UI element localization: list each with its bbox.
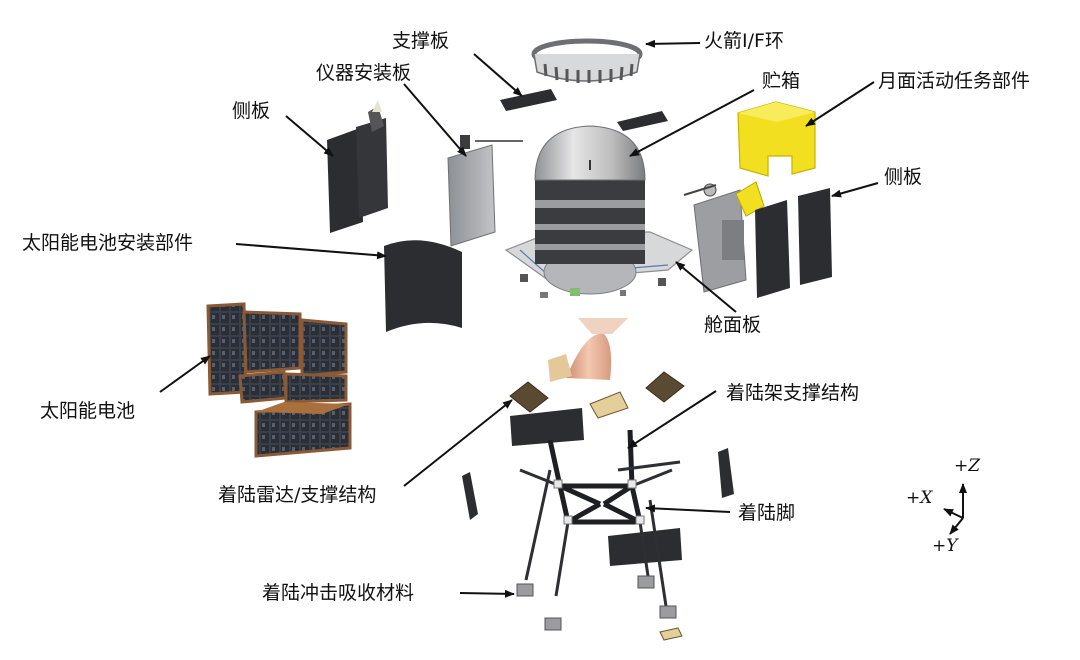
axis-label-z: +Z [954,456,981,476]
label-support-plate: 支撑板 [392,30,450,52]
impact-pads [516,575,683,641]
solar-cells [206,302,352,458]
label-impact-absorbing-material: 着陆冲击吸收材料 [262,582,415,604]
instrument-mount-plate [447,135,523,247]
coordinate-axes [943,483,967,535]
landing-frame-brackets [509,371,685,419]
label-instrument-plate: 仪器安装板 [316,62,412,84]
landing-gear [462,408,734,607]
right-instruments [683,181,765,293]
engine-nozzle [548,318,628,382]
lunar-mission-part [737,101,816,177]
label-landing-leg: 着陆脚 [738,502,796,524]
label-deck-plate: 舱面板 [704,314,762,336]
solar-mount-panel [384,240,462,332]
support-plates [500,89,668,131]
label-solar-cells: 太阳能电池 [40,400,136,422]
label-solar-mount-parts: 太阳能电池安装部件 [22,232,194,254]
right-side-plates [755,188,832,298]
axis-label-y: +Y [932,536,958,556]
label-tank: 贮箱 [762,70,801,92]
rocket-interface-ring [531,38,643,83]
label-side-plate-left: 侧板 [232,100,271,122]
label-side-plate-right: 侧板 [884,166,923,188]
left-side-plates [327,100,388,233]
tank-assembly [504,125,694,298]
label-landing-frame-support: 着陆架支撑结构 [726,382,860,404]
label-landing-radar-support: 着陆雷达/支撑结构 [218,484,377,506]
label-lunar-mission-parts: 月面活动任务部件 [878,70,1031,92]
label-rocket-if-ring: 火箭I/F环 [704,30,784,52]
leader-lines [159,39,879,598]
axis-label-x: +X [906,488,933,508]
